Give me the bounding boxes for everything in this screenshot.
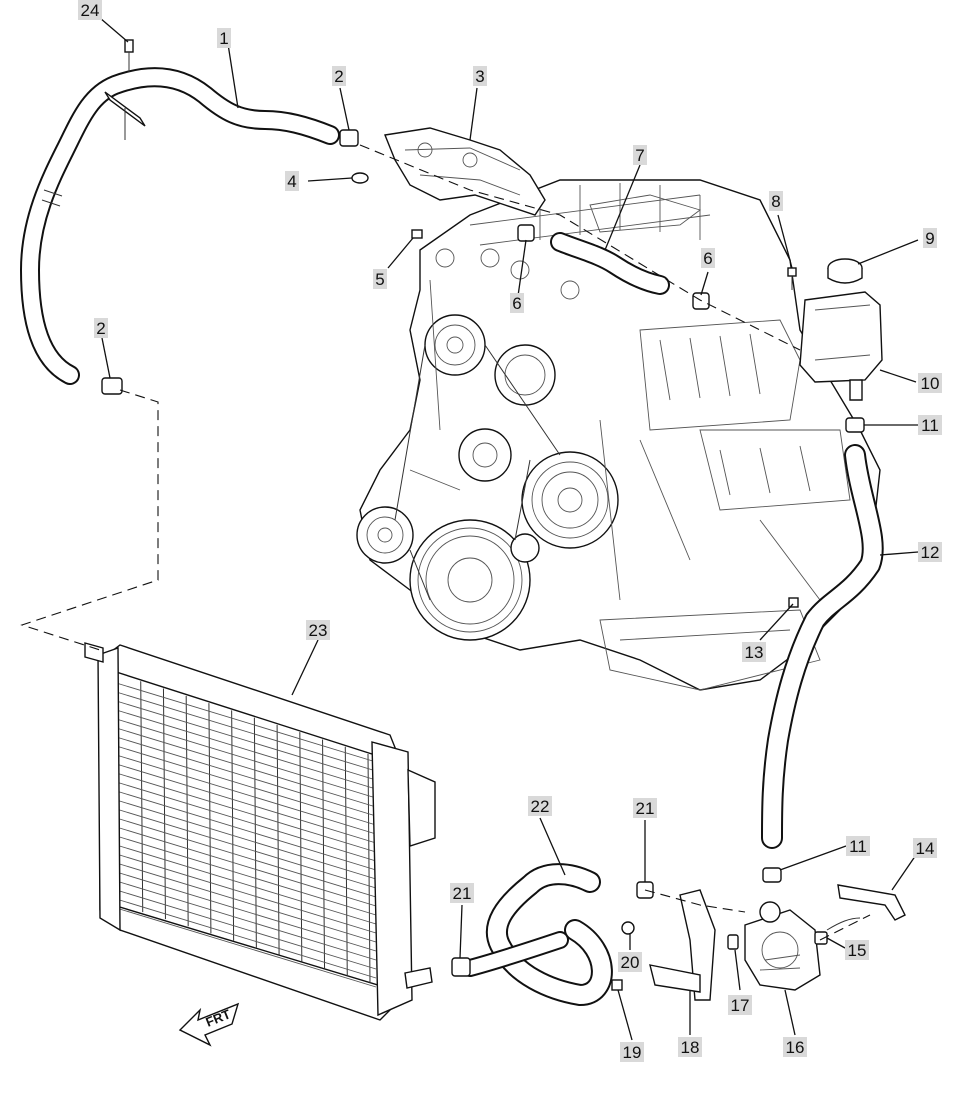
callout-5: 5	[373, 269, 387, 289]
engine-assembly	[356, 179, 881, 691]
svg-text:10: 10	[921, 374, 940, 393]
callout-4: 4	[285, 171, 299, 191]
svg-text:11: 11	[849, 837, 867, 856]
bolt-13	[788, 597, 799, 608]
svg-text:8: 8	[771, 192, 780, 211]
bolt-20	[621, 921, 635, 935]
callout-16: 16	[783, 1037, 807, 1057]
svg-text:4: 4	[287, 172, 296, 191]
callout-11: 11	[846, 836, 870, 856]
thermostat-housing	[384, 127, 546, 216]
bolt-4	[351, 172, 369, 184]
auxiliary-water-pump	[744, 901, 821, 991]
hose-1	[20, 67, 340, 385]
callout-12: 12	[918, 542, 942, 562]
svg-text:20: 20	[621, 953, 640, 972]
callout-15: 15	[845, 940, 869, 960]
hose-bracket	[837, 884, 906, 921]
hose-7	[550, 232, 670, 295]
callout-21: 21	[633, 798, 657, 818]
svg-text:15: 15	[848, 941, 867, 960]
callout-9: 9	[923, 228, 937, 248]
callout-1: 1	[217, 28, 231, 48]
callout-2: 2	[94, 318, 108, 338]
svg-text:19: 19	[623, 1043, 642, 1062]
callout-8: 8	[769, 191, 783, 211]
callout-2: 2	[332, 66, 346, 86]
svg-text:22: 22	[531, 797, 550, 816]
bolt-19	[611, 979, 623, 991]
svg-text:13: 13	[745, 643, 764, 662]
bolt-24	[124, 39, 134, 72]
callout-6: 6	[701, 248, 715, 268]
svg-text:17: 17	[731, 996, 750, 1015]
callout-6: 6	[510, 293, 524, 313]
clamp-11-lower	[762, 867, 782, 883]
svg-text:23: 23	[309, 621, 328, 640]
svg-text:14: 14	[916, 839, 935, 858]
routing-dash-lines	[20, 144, 871, 941]
callout-18: 18	[678, 1037, 702, 1057]
callout-7: 7	[633, 145, 647, 165]
callout-13: 13	[742, 642, 766, 662]
svg-text:6: 6	[512, 294, 521, 313]
clamp-2-upper	[339, 129, 359, 147]
surge-tank	[799, 291, 883, 401]
callout-3: 3	[473, 66, 487, 86]
callout-14: 14	[913, 838, 937, 858]
svg-text:1: 1	[219, 29, 228, 48]
clip-17	[727, 934, 739, 950]
front-direction-arrow-icon: FRT	[178, 1002, 240, 1047]
svg-text:5: 5	[375, 270, 384, 289]
svg-text:6: 6	[703, 249, 712, 268]
hose-12	[761, 444, 884, 849]
callout-20: 20	[618, 952, 642, 972]
clamp-2-lower	[101, 377, 123, 395]
callout-11: 11	[918, 415, 942, 435]
svg-text:12: 12	[921, 543, 940, 562]
svg-text:11: 11	[921, 416, 939, 435]
svg-text:24: 24	[81, 1, 100, 20]
callout-19: 19	[620, 1042, 644, 1062]
clamp-21-left	[451, 957, 471, 977]
bolt-5	[411, 229, 423, 239]
callout-22: 22	[528, 796, 552, 816]
svg-text:9: 9	[925, 229, 934, 248]
callout-23: 23	[306, 620, 330, 640]
svg-text:3: 3	[475, 67, 484, 86]
svg-text:7: 7	[635, 146, 644, 165]
clamp-11-upper	[845, 417, 865, 433]
svg-text:18: 18	[681, 1038, 700, 1057]
callout-21: 21	[450, 883, 474, 903]
callout-10: 10	[918, 373, 942, 393]
svg-text:21: 21	[636, 799, 655, 818]
clamp-6-left	[517, 224, 535, 242]
svg-text:16: 16	[786, 1038, 805, 1057]
pump-bracket	[649, 889, 716, 1001]
surge-tank-cap	[827, 258, 863, 284]
leader-lines	[99, 17, 919, 1041]
svg-text:21: 21	[453, 884, 472, 903]
hose-22	[461, 863, 613, 1006]
callout-17: 17	[728, 995, 752, 1015]
radiator	[84, 642, 436, 1021]
svg-text:2: 2	[334, 67, 343, 86]
svg-text:2: 2	[96, 319, 105, 338]
callout-24: 24	[78, 0, 102, 20]
